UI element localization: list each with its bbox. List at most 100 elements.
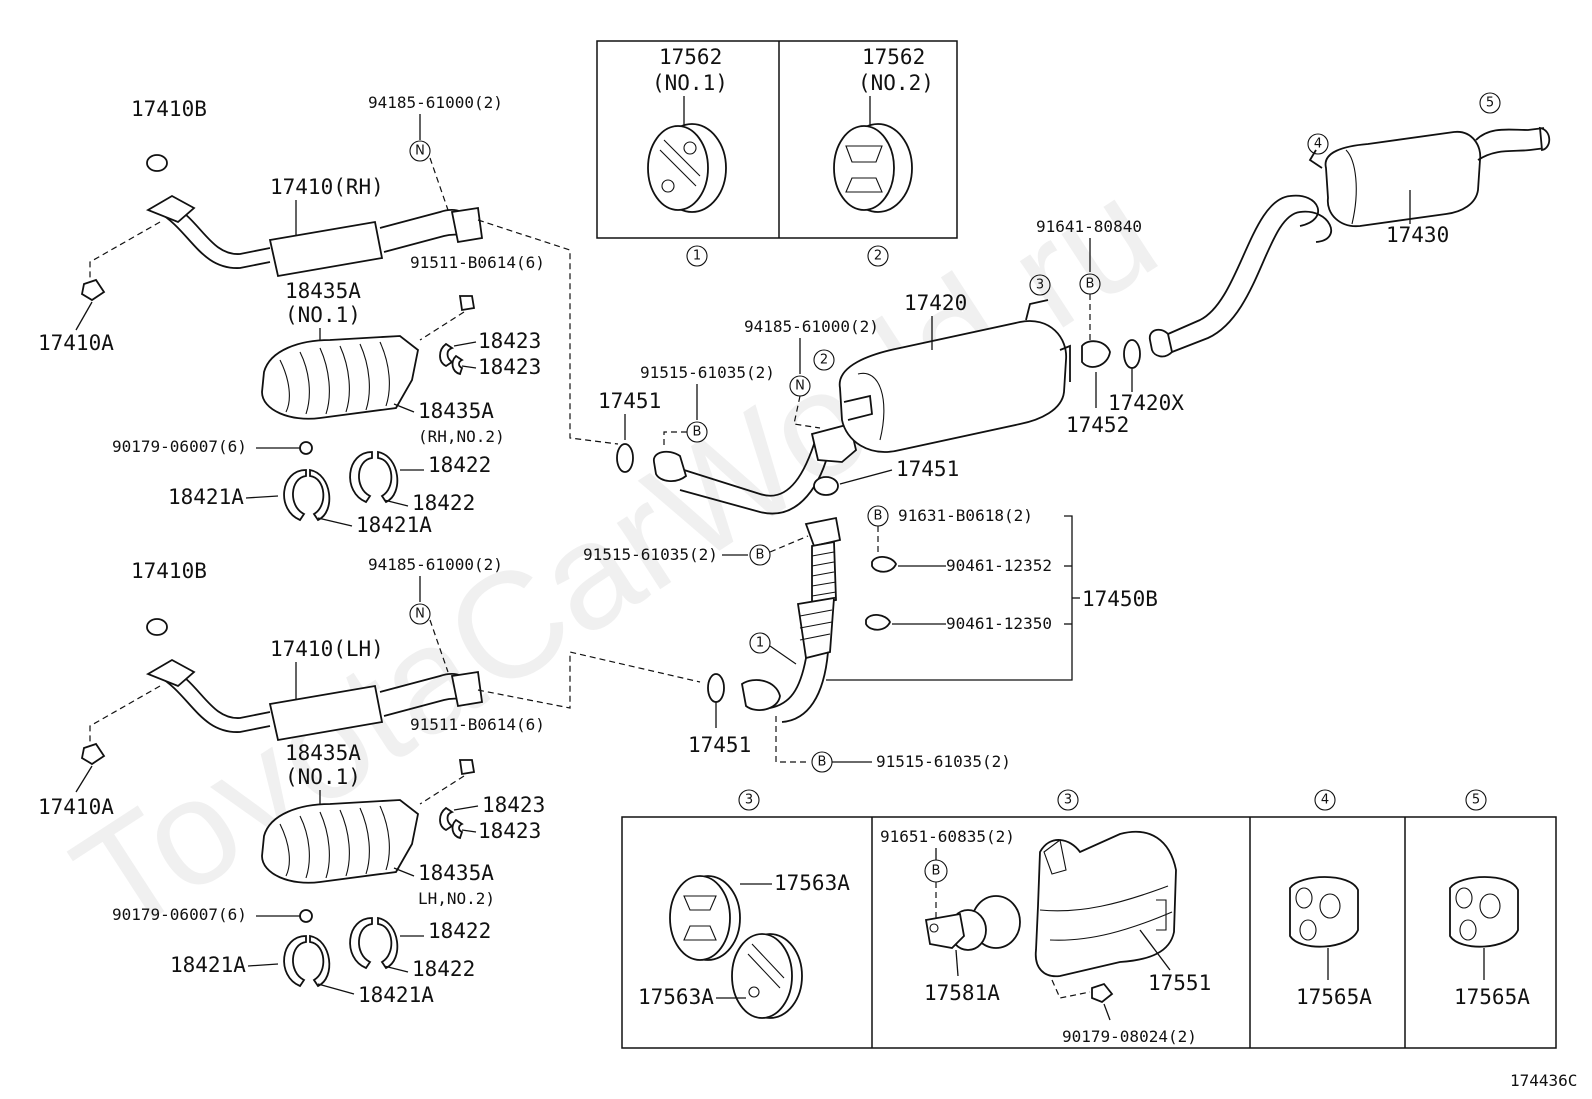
label-17565a-4: 17565A	[1296, 985, 1372, 1009]
label-18421a-a-lh: 18421A	[170, 953, 246, 977]
ref-circle-4-inset: 4	[1314, 789, 1336, 811]
label-18422-a-rh: 18422	[428, 453, 491, 477]
svg-text:4: 4	[1321, 793, 1329, 808]
gasket-17451-top	[616, 443, 634, 473]
band-18421a-b-lh	[309, 934, 331, 988]
label-94185-rh: 94185-61000(2)	[368, 93, 503, 112]
clamp-17452	[1081, 340, 1111, 368]
ref-circle-5-inset: 5	[1465, 789, 1487, 811]
band-18422-a-rh	[349, 451, 373, 504]
label-91641: 91641-80840	[1036, 217, 1142, 236]
label-18421a-a-rh: 18421A	[168, 485, 244, 509]
label-17451-top: 17451	[598, 389, 661, 413]
label-90179-08024: 90179-08024(2)	[1062, 1027, 1197, 1046]
lh-exhaust-group: 17410B 94185-61000(2) N 17410(LH) 17410A…	[38, 555, 701, 1007]
svg-text:5: 5	[1486, 96, 1494, 111]
ref-circle-3-inset-a: 3	[738, 789, 760, 811]
center-pipe-17420	[653, 422, 857, 515]
label-17410a-lh: 17410A	[38, 795, 114, 819]
label-18435a-no1-sub-rh: (NO.1)	[285, 303, 361, 327]
label-18422-a-lh: 18422	[428, 919, 491, 943]
gasket-17420x	[1123, 339, 1141, 369]
svg-text:B: B	[818, 755, 827, 770]
label-17563a-a: 17563A	[774, 871, 850, 895]
label-91515-bot: 91515-61035(2)	[876, 752, 1011, 771]
inset-bottom-frame	[621, 816, 1557, 1049]
label-94185-lh: 94185-61000(2)	[368, 555, 503, 574]
label-17420x: 17420X	[1108, 391, 1184, 415]
rubber-hanger-17565a-5	[1449, 876, 1519, 948]
band-18421a-a-rh	[283, 469, 307, 522]
svg-text:3: 3	[745, 793, 753, 808]
label-91511-rh: 91511-B0614(6)	[410, 253, 545, 272]
label-17410b-rh: 17410B	[131, 97, 207, 121]
label-17563a-b: 17563A	[638, 985, 714, 1009]
rubber-hanger-no2	[833, 123, 913, 213]
nut-90179-rh	[299, 441, 313, 455]
label-18422-b-lh: 18422	[412, 957, 475, 981]
svg-text:5: 5	[1472, 793, 1480, 808]
label-91515-top: 91515-61035(2)	[640, 363, 775, 382]
label-17430: 17430	[1386, 223, 1449, 247]
label-18423-a-lh: 18423	[482, 793, 545, 817]
tailpipe-17430	[1148, 126, 1551, 358]
label-90461-12350: 90461-12350	[946, 614, 1052, 633]
ref-circle-3-center: 3	[1029, 274, 1051, 296]
label-18435a-no2-rh: 18435A	[418, 399, 494, 423]
n-callout-lh: N	[409, 603, 431, 625]
ref-circle-5-right: 5	[1479, 92, 1501, 114]
label-18422-b-rh: 18422	[412, 491, 475, 515]
band-18421a-a-lh	[283, 935, 307, 988]
rh-exhaust-group: 17410B 94185-61000(2) N 17410(RH) 17410A…	[38, 93, 619, 537]
svg-text:4: 4	[1314, 137, 1322, 152]
ref-circle-1-center: 1	[749, 632, 771, 654]
bolt-91511-lh	[458, 759, 476, 776]
nut-17410a-rh	[80, 278, 106, 302]
label-17581a: 17581A	[924, 981, 1000, 1005]
label-17451-bot: 17451	[688, 733, 751, 757]
b-callout-91631: B	[867, 505, 889, 527]
rubber-hanger-no1	[647, 123, 727, 213]
heat-insulator-lh	[261, 799, 419, 884]
b-callout-91515-bot: B	[811, 751, 833, 773]
n-callout-rh: N	[409, 140, 431, 162]
rubber-hanger-17563a-a	[669, 875, 741, 961]
clamp-90461-12352	[871, 556, 897, 573]
svg-text:2: 2	[874, 249, 882, 264]
nut-17410a-lh	[80, 742, 106, 766]
gasket-17451-mid	[813, 476, 839, 496]
b-callout-91515-mid: B	[749, 544, 771, 566]
rubber-hanger-17563a-b	[731, 933, 803, 1019]
label-17420: 17420	[904, 291, 967, 315]
label-18423-a-rh: 18423	[478, 329, 541, 353]
label-18435a-no2-lh: 18435A	[418, 861, 494, 885]
label-17410-lh: 17410(LH)	[270, 637, 384, 661]
label-17551: 17551	[1148, 971, 1211, 995]
label-18423-b-rh: 18423	[478, 355, 541, 379]
label-17562-no1-sub: (NO.1)	[652, 71, 728, 95]
label-18435a-no2-sub-rh: (RH,NO.2)	[418, 427, 505, 446]
nut-90179-lh	[299, 909, 313, 923]
b-callout-91651: B	[924, 859, 948, 883]
svg-text:B: B	[756, 548, 765, 563]
svg-text:B: B	[1086, 277, 1095, 292]
center-exhaust-group: 17451 91515-61035(2) B 94185-61000(2) N …	[583, 274, 1158, 773]
svg-text:N: N	[415, 607, 425, 622]
ref-circle-2-top: 2	[867, 245, 889, 267]
band-18422-b-lh	[377, 916, 399, 970]
ref-circle-3-inset-b: 3	[1057, 789, 1079, 811]
label-90179-rh: 90179-06007(6)	[112, 437, 247, 456]
label-18423-b-lh: 18423	[478, 819, 541, 843]
clamp-90461-12350	[865, 614, 891, 631]
label-91631: 91631-B0618(2)	[898, 506, 1033, 525]
label-17410a-rh: 17410A	[38, 331, 114, 355]
hanger-inset-bottom: 3 3 4 5 17563A 17563A 91651-60835(2) B	[621, 789, 1557, 1049]
clip-18423-a-rh	[439, 342, 455, 368]
nut-90179-08024	[1091, 982, 1114, 1004]
label-18435a-no1-lh: 18435A	[285, 741, 361, 765]
label-90461-12352: 90461-12352	[946, 556, 1052, 575]
clip-18423-b-lh	[451, 818, 464, 840]
label-17451-mid: 17451	[896, 457, 959, 481]
front-pipe-17410-rh	[145, 194, 484, 278]
